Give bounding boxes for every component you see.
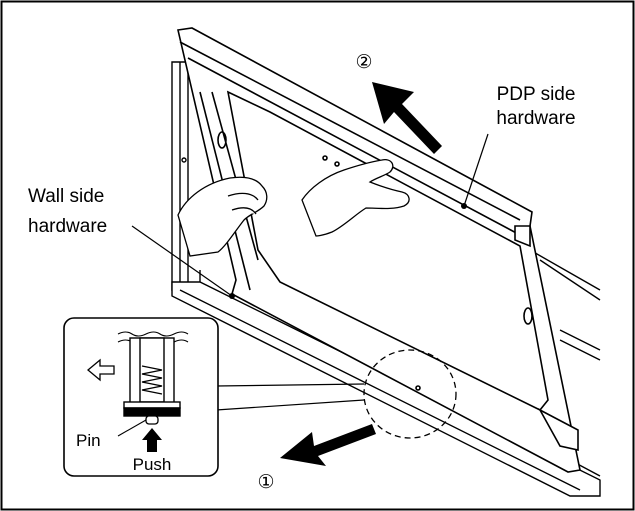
detail-inset: Pin Push	[63, 317, 219, 477]
pdp-leader-dot	[461, 203, 467, 209]
left-hand	[177, 176, 268, 257]
pin-label: Pin	[76, 431, 101, 450]
spring-icon	[141, 365, 163, 395]
step-two-label: ②	[355, 52, 372, 73]
detail-circle	[363, 349, 457, 439]
arrow-left-icon	[86, 358, 115, 382]
pdp-side-label-line1: PDP side	[497, 84, 576, 105]
step-one-label: ①	[257, 472, 274, 493]
pdp-side-hardware	[177, 27, 581, 473]
wall-leader-dot	[229, 293, 235, 299]
wall-side-label-line2: hardware	[28, 216, 107, 237]
detail-connector	[215, 383, 365, 411]
arrow-up-right-icon	[372, 82, 442, 154]
wall-side-hardware	[171, 61, 601, 497]
leader-lines	[131, 133, 489, 297]
pin-shape	[145, 415, 159, 425]
push-label: Push	[133, 455, 172, 474]
arrow-down-left-icon	[280, 424, 376, 466]
pin-leader	[117, 419, 147, 437]
right-hand	[301, 159, 410, 237]
wall-side-label-line1: Wall side	[28, 186, 104, 207]
pdp-side-label-line2: hardware	[496, 108, 575, 129]
arrow-up-icon	[142, 428, 162, 452]
pin-housing	[123, 337, 181, 417]
